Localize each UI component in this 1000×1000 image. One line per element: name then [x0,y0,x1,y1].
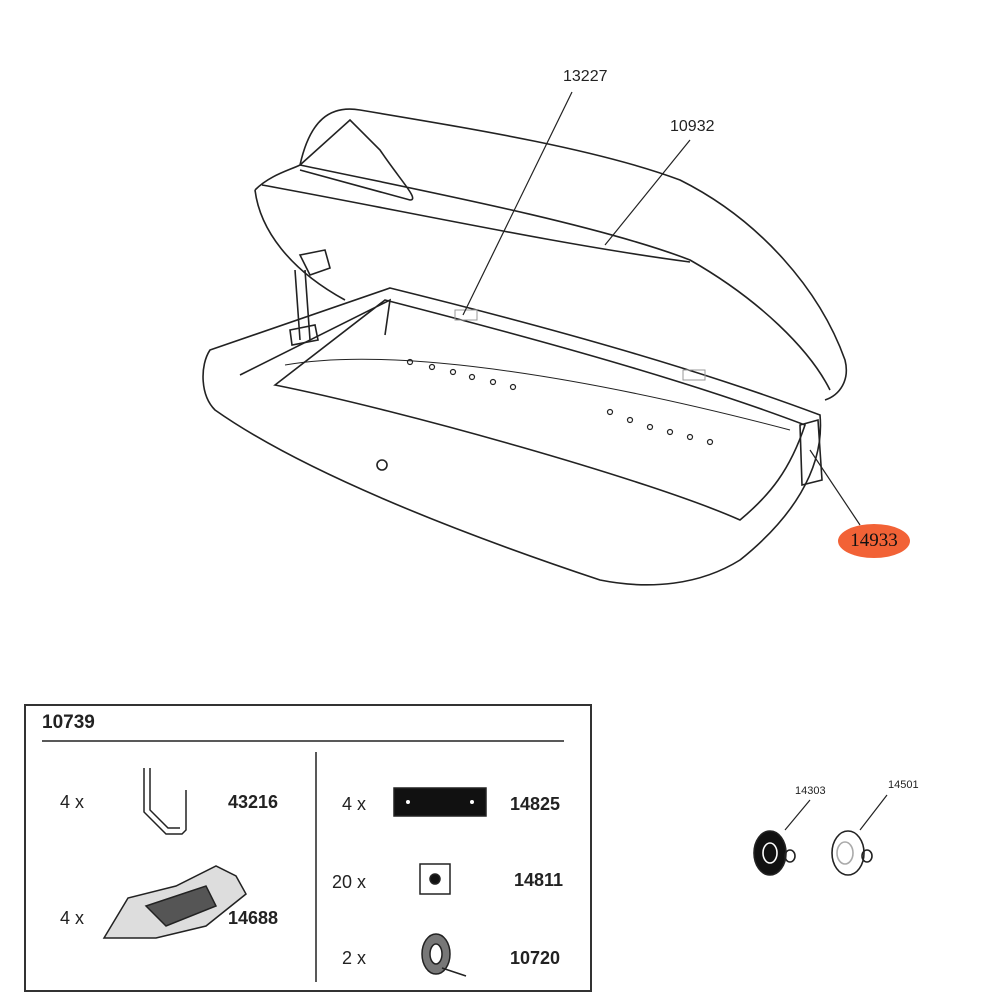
lock-icon [376,459,388,471]
lid-recess [299,118,414,201]
leader-14933 [809,449,861,526]
kit-drawing [42,740,564,982]
kit-title: 10739 [42,712,95,733]
callout-10932: 10932 [670,118,715,135]
mounting-clamp-icon [102,865,247,939]
hinge [289,249,331,346]
callout-13227: 13227 [563,68,608,85]
qty-14688: 4 x [60,908,85,928]
cap-14303-icon [753,830,796,876]
callout-14933-highlighted[interactable]: 14933 [838,524,910,558]
part-14811: 14811 [514,870,564,890]
lid-rim [299,164,831,391]
kit-box: 10739 4 x 43216 4 x 14688 4 x 14825 20 x… [24,704,592,992]
leader-14501 [859,794,888,831]
base-outline [202,287,822,586]
leader-14303 [784,799,811,831]
qty-43216: 4 x [60,792,85,812]
qty-14811: 20 x [332,872,367,892]
latch [799,418,823,487]
part-14825: 14825 [510,794,561,814]
qty-14825: 4 x [342,794,367,814]
cap-14501-icon [831,830,873,876]
leader-13227 [462,91,573,316]
u-bolt-icon [143,768,187,835]
strap-roll-icon [421,933,467,977]
mounting-holes [406,358,714,446]
qty-10720: 2 x [342,948,367,968]
callout-14501: 14501 [888,779,919,791]
leader-10932 [604,139,691,246]
base-inner-edge [239,298,807,521]
part-10720: 10720 [510,948,561,968]
square-washer-icon [419,863,451,895]
lid-inner-edge [254,184,691,301]
part-43216: 43216 [228,792,279,812]
part-14688: 14688 [228,908,279,928]
callout-14303: 14303 [795,785,826,797]
base-floor [284,358,791,431]
lid-outline [254,108,847,401]
